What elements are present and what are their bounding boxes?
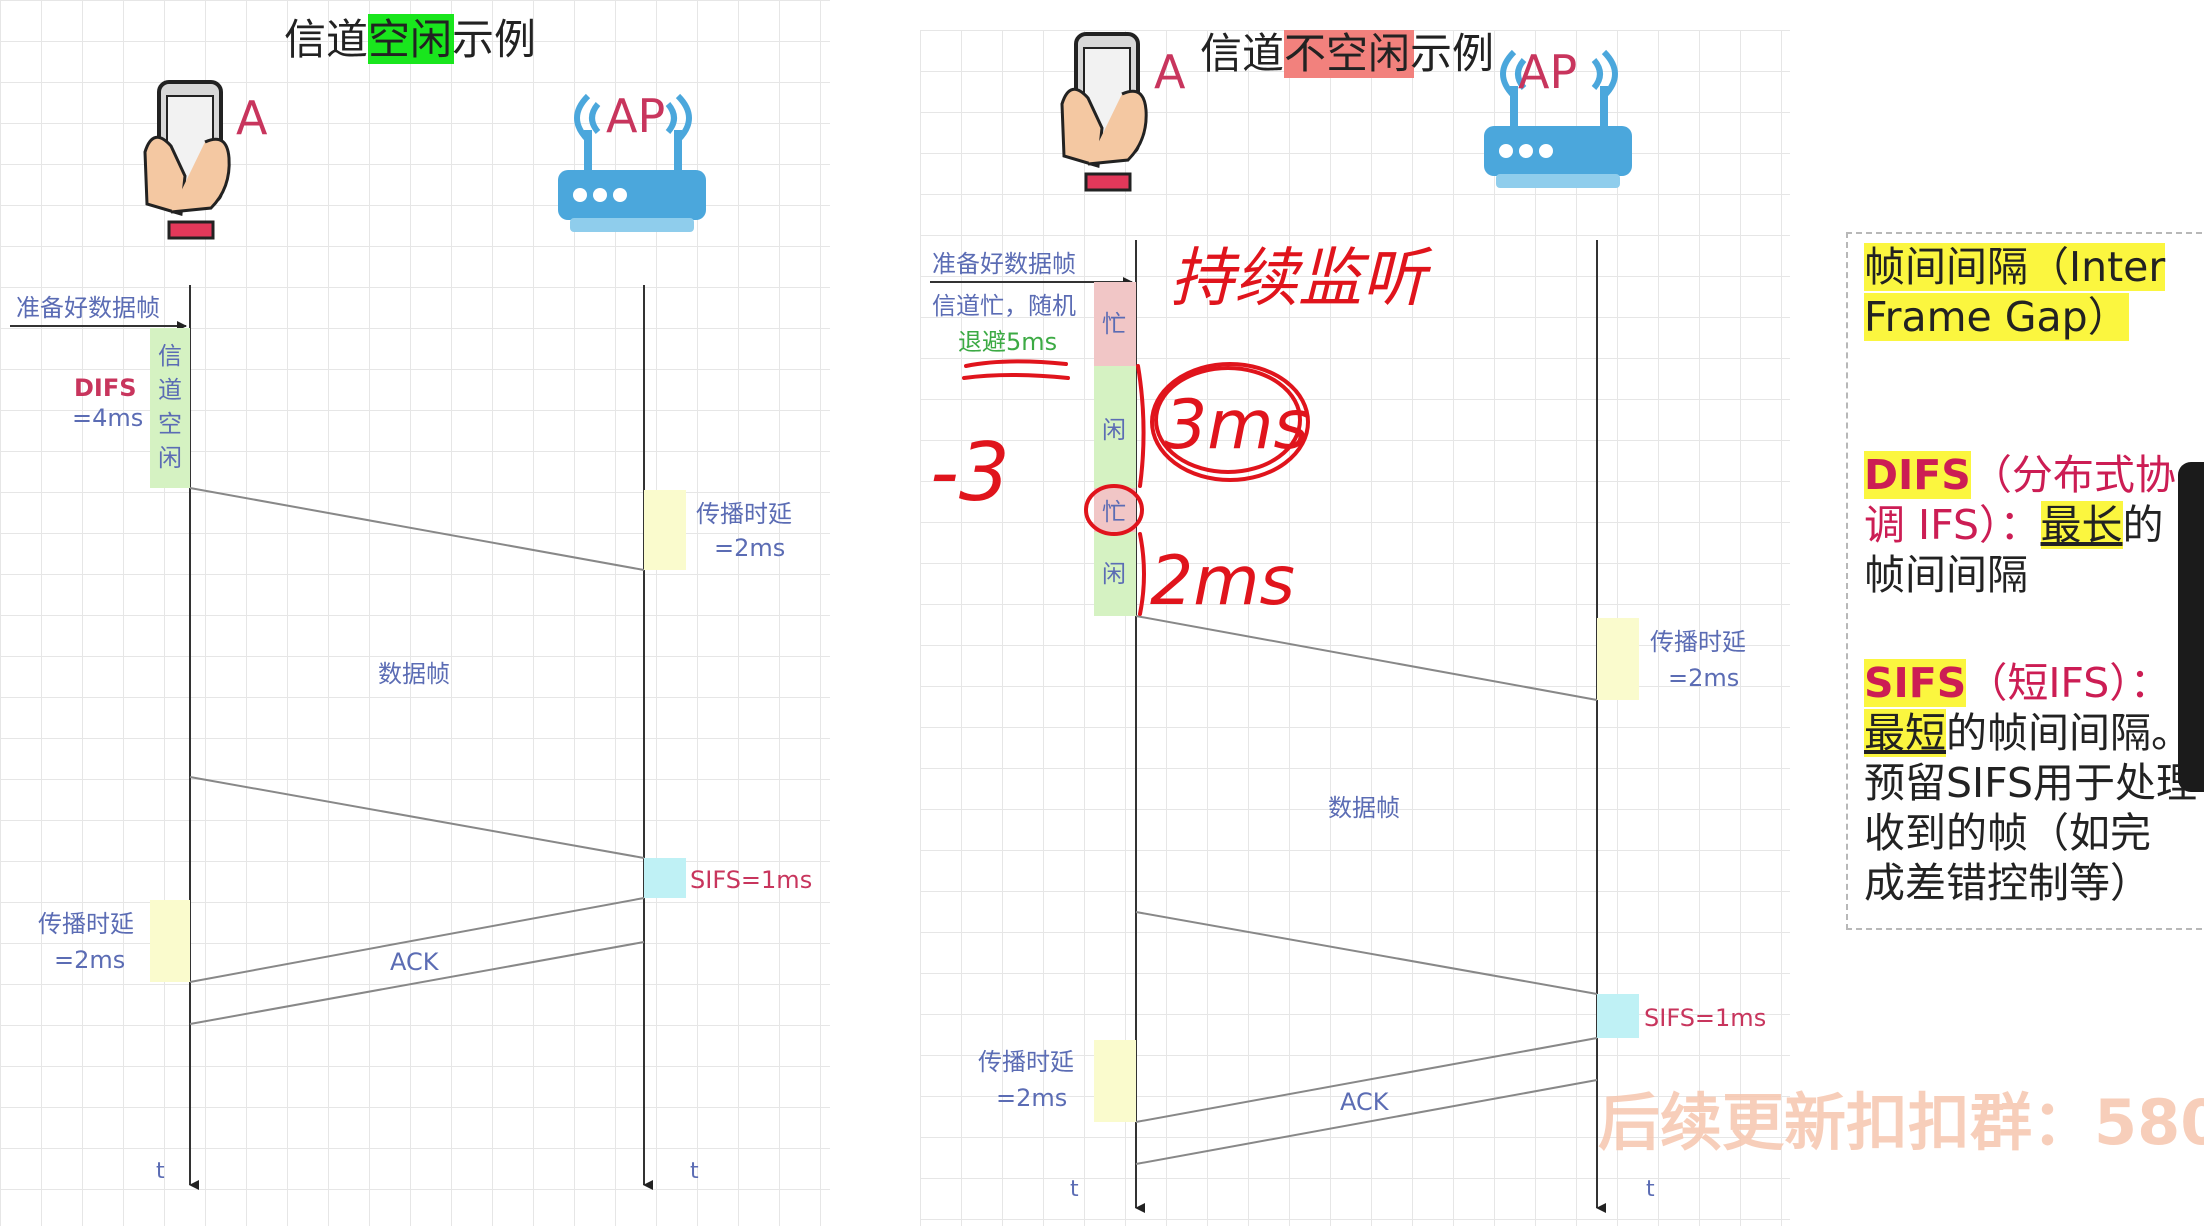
ifs-title-line2: Frame Gap） — [1864, 293, 2129, 341]
left-data-frame-bottom — [189, 776, 645, 859]
left-idle-char: 道 — [158, 376, 182, 404]
handwriting-circle-busy — [1084, 484, 1144, 536]
right-prop2-label: 传播时延 — [978, 1048, 1074, 1076]
left-difs-block — [150, 328, 190, 488]
difs-line3: 帧间间隔 — [1864, 551, 2028, 599]
handwriting-bracket — [1138, 532, 1146, 616]
right-prop2-value: =2ms — [996, 1084, 1067, 1112]
sifs-line2: 最短的帧间间隔。 — [1864, 709, 2192, 757]
handwriting-double-underline — [962, 373, 1070, 380]
right-busy-segment — [1094, 282, 1136, 366]
left-prop1-value: =2ms — [714, 534, 785, 562]
right-busy-label: 忙 — [1102, 310, 1126, 338]
right-idle-segment — [1094, 366, 1136, 488]
left-station-label: A — [236, 91, 268, 145]
phone-icon — [143, 80, 231, 240]
handwriting-double-underline — [964, 359, 1068, 368]
handwriting-continuous-listening: 持续监听 — [1170, 242, 1433, 316]
right-sifs-block — [1597, 994, 1639, 1038]
router-icon — [1484, 49, 1632, 188]
watermark: 后续更新扣扣群：580 — [1598, 1086, 2204, 1159]
left-idle-char: 信 — [158, 342, 182, 370]
right-data-frame-top — [1135, 615, 1598, 701]
right-diagram: 信道不空闲示例 A AP 准备好数据帧 信道忙，随机 — [930, 29, 1766, 1213]
left-data-frame-top — [189, 487, 645, 571]
left-idle-char: 闲 — [158, 444, 182, 472]
right-idle-label: 闲 — [1102, 560, 1126, 588]
left-sifs-block — [644, 858, 686, 898]
handwriting-minus-3: -3 — [930, 426, 1010, 519]
left-t-label-ap: t — [690, 1159, 699, 1184]
right-busy-line1: 信道忙，随机 — [932, 292, 1076, 320]
sifs-line4: 收到的帧（如完 — [1864, 809, 2151, 857]
phone-icon — [1060, 32, 1148, 192]
left-t-label-station: t — [156, 1159, 165, 1184]
edge-scroll-strip — [2178, 462, 2204, 792]
difs-line2: 调 IFS）：最长的 — [1864, 501, 2164, 549]
right-station-label: A — [1154, 45, 1186, 99]
right-grid — [920, 30, 1790, 1226]
right-busy-segment — [1094, 488, 1136, 532]
left-ready-label: 准备好数据帧 — [16, 294, 160, 322]
right-ack-label: ACK — [1340, 1088, 1390, 1116]
right-busy-line2: 退避5ms — [958, 328, 1057, 356]
handwriting-3ms: 3ms — [1164, 386, 1309, 465]
left-difs-label: DIFS — [74, 374, 137, 402]
right-prop1-value: =2ms — [1668, 664, 1739, 692]
handwriting-circle-3ms — [1150, 362, 1310, 482]
sifs-line1: SIFS（短IFS）： — [1864, 659, 2171, 707]
right-busy-label: 忙 — [1102, 498, 1126, 526]
left-difs-value: =4ms — [72, 404, 143, 432]
left-ack-top — [189, 897, 645, 983]
handwriting-2ms: 2ms — [1150, 542, 1295, 621]
right-sifs-label: SIFS=1ms — [1644, 1004, 1766, 1032]
left-title-highlight — [368, 14, 454, 64]
left-prop2-value: =2ms — [54, 946, 125, 974]
left-prop2-label: 传播时延 — [38, 910, 134, 938]
handwriting-bracket — [1136, 364, 1146, 488]
sifs-line5: 成差错控制等） — [1864, 859, 2151, 907]
left-title: 信道空闲示例 — [284, 15, 536, 64]
left-prop1-label: 传播时延 — [696, 500, 792, 528]
left-ack-label: ACK — [390, 948, 440, 976]
left-idle-char: 空 — [158, 410, 182, 438]
right-t-label-station: t — [1070, 1177, 1079, 1202]
left-data-frame-label: 数据帧 — [378, 660, 450, 688]
right-title-highlight — [1284, 30, 1414, 78]
difs-line1: DIFS（分布式协 — [1864, 451, 2176, 499]
right-data-frame-bottom — [1135, 911, 1598, 995]
right-prop-delay-station — [1094, 1040, 1136, 1122]
right-ap-label: AP — [1518, 45, 1577, 99]
right-idle-segment — [1094, 532, 1136, 616]
left-prop-delay-ap — [644, 490, 686, 570]
right-ready-label: 准备好数据帧 — [932, 250, 1076, 278]
right-prop1-label: 传播时延 — [1650, 628, 1746, 656]
ifs-title-line1: 帧间间隔（Inter — [1864, 243, 2166, 291]
right-data-frame-label: 数据帧 — [1328, 794, 1400, 822]
left-sifs-label: SIFS=1ms — [690, 866, 812, 894]
left-ap-label: AP — [606, 89, 665, 143]
right-idle-label: 闲 — [1102, 416, 1126, 444]
left-ack-bottom — [189, 941, 645, 1025]
right-title: 信道不空闲示例 — [1200, 29, 1494, 78]
right-ack-top — [1135, 1037, 1598, 1123]
right-ack-bottom — [1135, 1079, 1598, 1165]
left-prop-delay-station — [150, 900, 190, 982]
right-t-label-ap: t — [1646, 1177, 1655, 1202]
right-prop-delay-ap — [1597, 618, 1639, 700]
router-icon — [558, 93, 706, 232]
left-diagram: 信道空闲示例 A AP 准备好数据帧 — [10, 14, 812, 1190]
ifs-explanation-box: 帧间间隔（Inter Frame Gap） DIFS（分布式协 调 IFS）：最… — [1846, 232, 2202, 930]
sifs-line3: 预留SIFS用于处理 — [1864, 759, 2198, 807]
handwritten-annotations: 持续监听 -3 3ms 2ms — [930, 242, 1433, 621]
